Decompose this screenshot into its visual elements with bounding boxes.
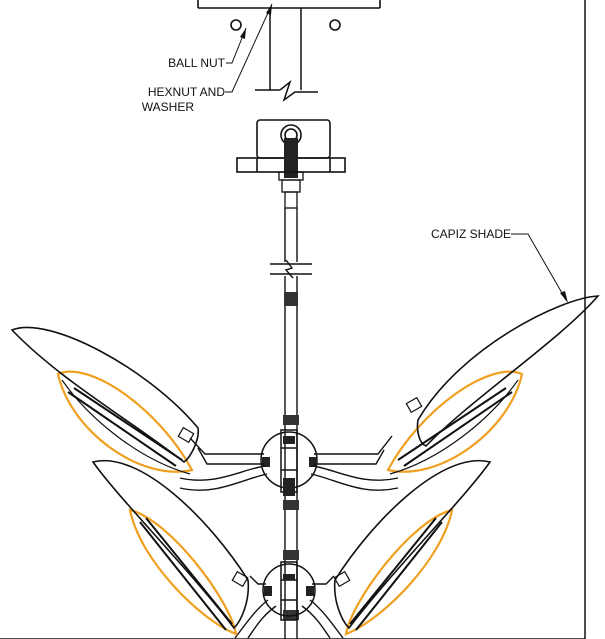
- ball-nut-label: BALL NUT: [168, 56, 226, 70]
- leader-arrows: [240, 4, 568, 303]
- callout-leaders: [225, 3, 567, 301]
- coupling: [278, 171, 304, 209]
- hexnut-label-line1: HEXNUT AND: [148, 85, 225, 99]
- canopy-plate: [197, 0, 381, 31]
- rod-fittings: [283, 292, 299, 620]
- capiz-shade-label: CAPIZ SHADE: [431, 227, 511, 241]
- swivel-stem: [284, 138, 298, 178]
- lower-arms: [234, 575, 344, 639]
- mounting-hole-left: [230, 19, 242, 31]
- shade-lower-right: [333, 459, 492, 636]
- shade-upper-right: [386, 295, 600, 475]
- hexnut-label-line2: WASHER: [142, 100, 195, 114]
- mounting-stem: [255, 8, 318, 102]
- upper-hub-fills: [262, 436, 317, 496]
- lower-hub-fills: [264, 574, 314, 596]
- mounting-hole-right: [329, 19, 341, 31]
- shade-lower-left: [91, 459, 250, 636]
- shade-upper-left: [10, 326, 200, 475]
- drawing-border: [0, 0, 586, 639]
- upper-arms: [179, 435, 399, 491]
